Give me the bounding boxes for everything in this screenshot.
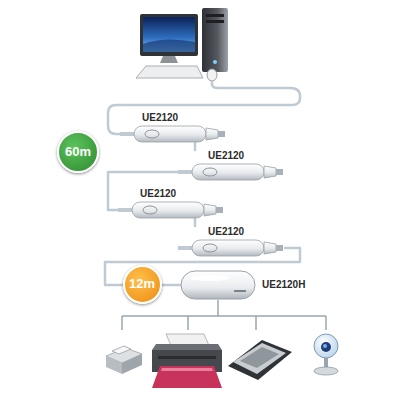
extender-body	[178, 239, 283, 257]
unit-housing	[134, 126, 206, 142]
unit-taper	[206, 128, 218, 140]
unit-housing	[192, 240, 264, 256]
lens-glint	[323, 344, 327, 348]
model-label: UE2120	[208, 150, 285, 162]
distance-badge: 60m	[57, 131, 99, 173]
extender-unit: UE2120	[178, 226, 285, 257]
extender-body	[118, 201, 223, 219]
hub-housing	[180, 270, 256, 300]
webcam-neck	[324, 358, 328, 368]
model-label: UE2120H	[262, 279, 305, 291]
unit-button	[145, 130, 159, 138]
printer-slot	[158, 356, 216, 359]
usb-plug	[276, 245, 283, 251]
usb-plug	[216, 207, 223, 213]
usb-plug	[218, 131, 225, 137]
printer-top	[152, 344, 222, 350]
extender-body	[120, 125, 225, 143]
printer	[152, 334, 222, 388]
extender-unit	[118, 201, 223, 219]
drive-slot	[206, 14, 224, 17]
unit-taper	[264, 242, 276, 254]
model-label: UE2120	[142, 112, 227, 124]
usb-plug	[276, 169, 283, 175]
extender-unit	[178, 163, 283, 181]
webcam-base	[314, 367, 338, 375]
usb-cable	[108, 81, 300, 134]
webcam	[314, 334, 338, 375]
paper-highlight	[161, 368, 213, 371]
unit-housing	[192, 164, 264, 180]
distance-label: 12m	[129, 277, 155, 291]
power-light	[213, 60, 217, 64]
hub-slot	[234, 290, 246, 292]
usb-cable	[194, 219, 197, 226]
monitor-screen	[143, 17, 195, 52]
drive-slot	[206, 20, 224, 23]
scanner-body	[228, 340, 292, 380]
usb-cable	[194, 143, 197, 150]
extender-body	[178, 163, 283, 181]
screen-landscape	[143, 39, 195, 52]
extender-unit	[120, 125, 225, 143]
card-reader-side	[106, 356, 122, 374]
monitor-stand	[160, 56, 178, 63]
extender-unit: UE2120	[120, 112, 227, 143]
hub-body	[180, 270, 256, 300]
mouse	[207, 69, 217, 81]
tower	[202, 8, 228, 72]
webcam-head	[314, 334, 338, 358]
computer	[136, 8, 228, 81]
scanner-lid	[233, 343, 286, 374]
keyboard	[136, 66, 203, 78]
scanner	[228, 340, 292, 380]
unit-housing	[132, 202, 204, 218]
webcam-lens	[321, 342, 331, 352]
card-reader-front	[122, 354, 142, 374]
extender-unit	[178, 239, 283, 257]
printer-body	[152, 350, 222, 372]
monitor-frame	[140, 14, 198, 56]
hub-shell	[181, 271, 255, 299]
card-reader	[106, 346, 142, 374]
model-label: UE2120	[140, 188, 225, 200]
unit-taper	[204, 204, 216, 216]
extender-unit: UE2120	[178, 150, 285, 181]
model-label: UE2120	[208, 226, 285, 238]
hub-unit: UE2120H	[180, 270, 308, 300]
unit-button	[203, 244, 217, 252]
unit-taper	[264, 166, 276, 178]
extender-unit: UE2120	[118, 188, 225, 219]
device-tree-lines	[122, 300, 326, 330]
distance-label: 60m	[65, 145, 91, 159]
unit-button	[203, 168, 217, 176]
printer-paper-out	[152, 366, 222, 388]
distance-badge: 12m	[123, 265, 162, 304]
hub-highlight	[190, 275, 230, 281]
memory-card	[112, 346, 131, 354]
scanner-glass	[240, 347, 279, 368]
unit-button	[143, 206, 157, 214]
